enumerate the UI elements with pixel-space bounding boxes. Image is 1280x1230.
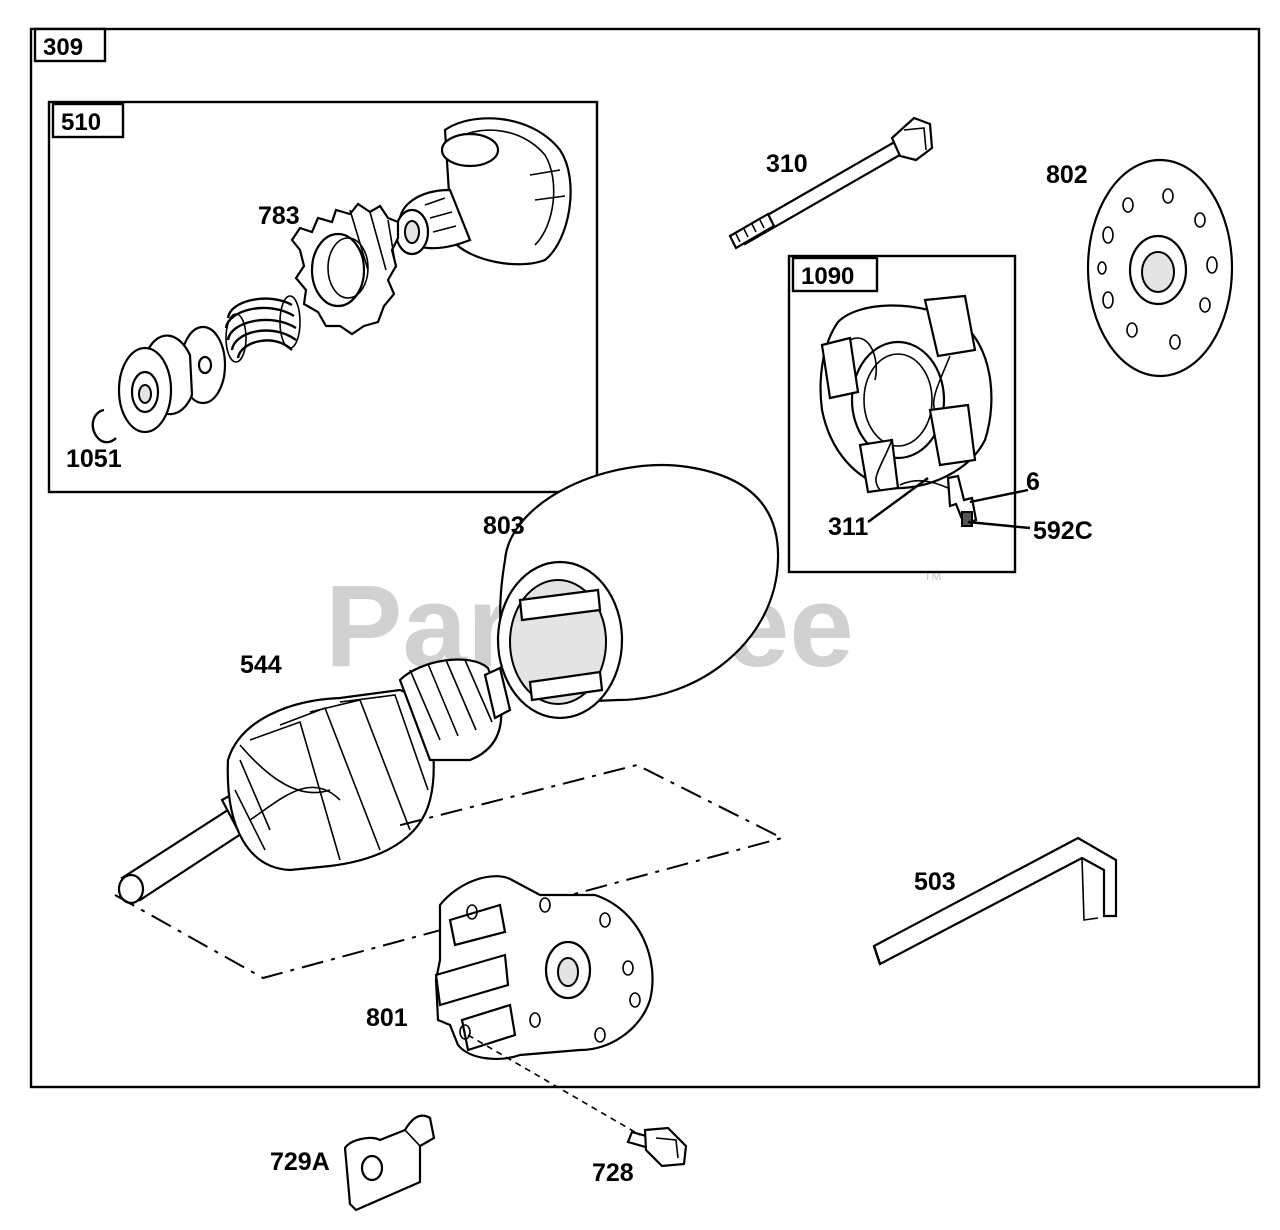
retaining-ring-shape (91, 408, 117, 444)
screw-shape (626, 1126, 688, 1168)
label-544: 544 (240, 651, 282, 679)
label-503: 503 (914, 868, 956, 896)
assembly-510-frame: 510 (47, 100, 599, 494)
leader-lines (467, 477, 1031, 1136)
drive-clutch-shape (394, 117, 572, 266)
assembly-510-label: 510 (61, 109, 101, 136)
label-729a: 729A (270, 1148, 330, 1176)
assembly-309-frame: 309 (29, 27, 1261, 1089)
label-728: 728 (592, 1159, 634, 1187)
end-cap-shape (1086, 158, 1234, 378)
drive-end-cap-shape (434, 875, 654, 1060)
bracket-shape (872, 836, 1118, 966)
label-1051: 1051 (66, 445, 122, 473)
label-802: 802 (1046, 161, 1088, 189)
label-311: 311 (828, 513, 868, 541)
assembly-309-label: 309 (43, 34, 83, 61)
label-801: 801 (366, 1004, 408, 1032)
label-592c: 592C (1033, 517, 1093, 545)
brush-holder-shape (819, 294, 993, 527)
lock-plate-shape (343, 1114, 436, 1212)
label-783: 783 (258, 202, 300, 230)
collar-shape (117, 334, 194, 434)
assembly-1090-frame: 1090 (787, 254, 1017, 574)
housing-shape (496, 463, 780, 720)
pinion-gear-shape (290, 202, 400, 336)
bolt-shape (728, 116, 934, 250)
armature-shape (117, 658, 512, 905)
label-803: 803 (483, 512, 525, 540)
label-310: 310 (766, 150, 808, 178)
spring-shape (224, 295, 301, 363)
assembly-1090-label: 1090 (801, 263, 854, 290)
label-6: 6 (1026, 468, 1040, 496)
part-labels: 310 802 783 1051 6 311 592C 803 544 503 … (66, 150, 1093, 1187)
